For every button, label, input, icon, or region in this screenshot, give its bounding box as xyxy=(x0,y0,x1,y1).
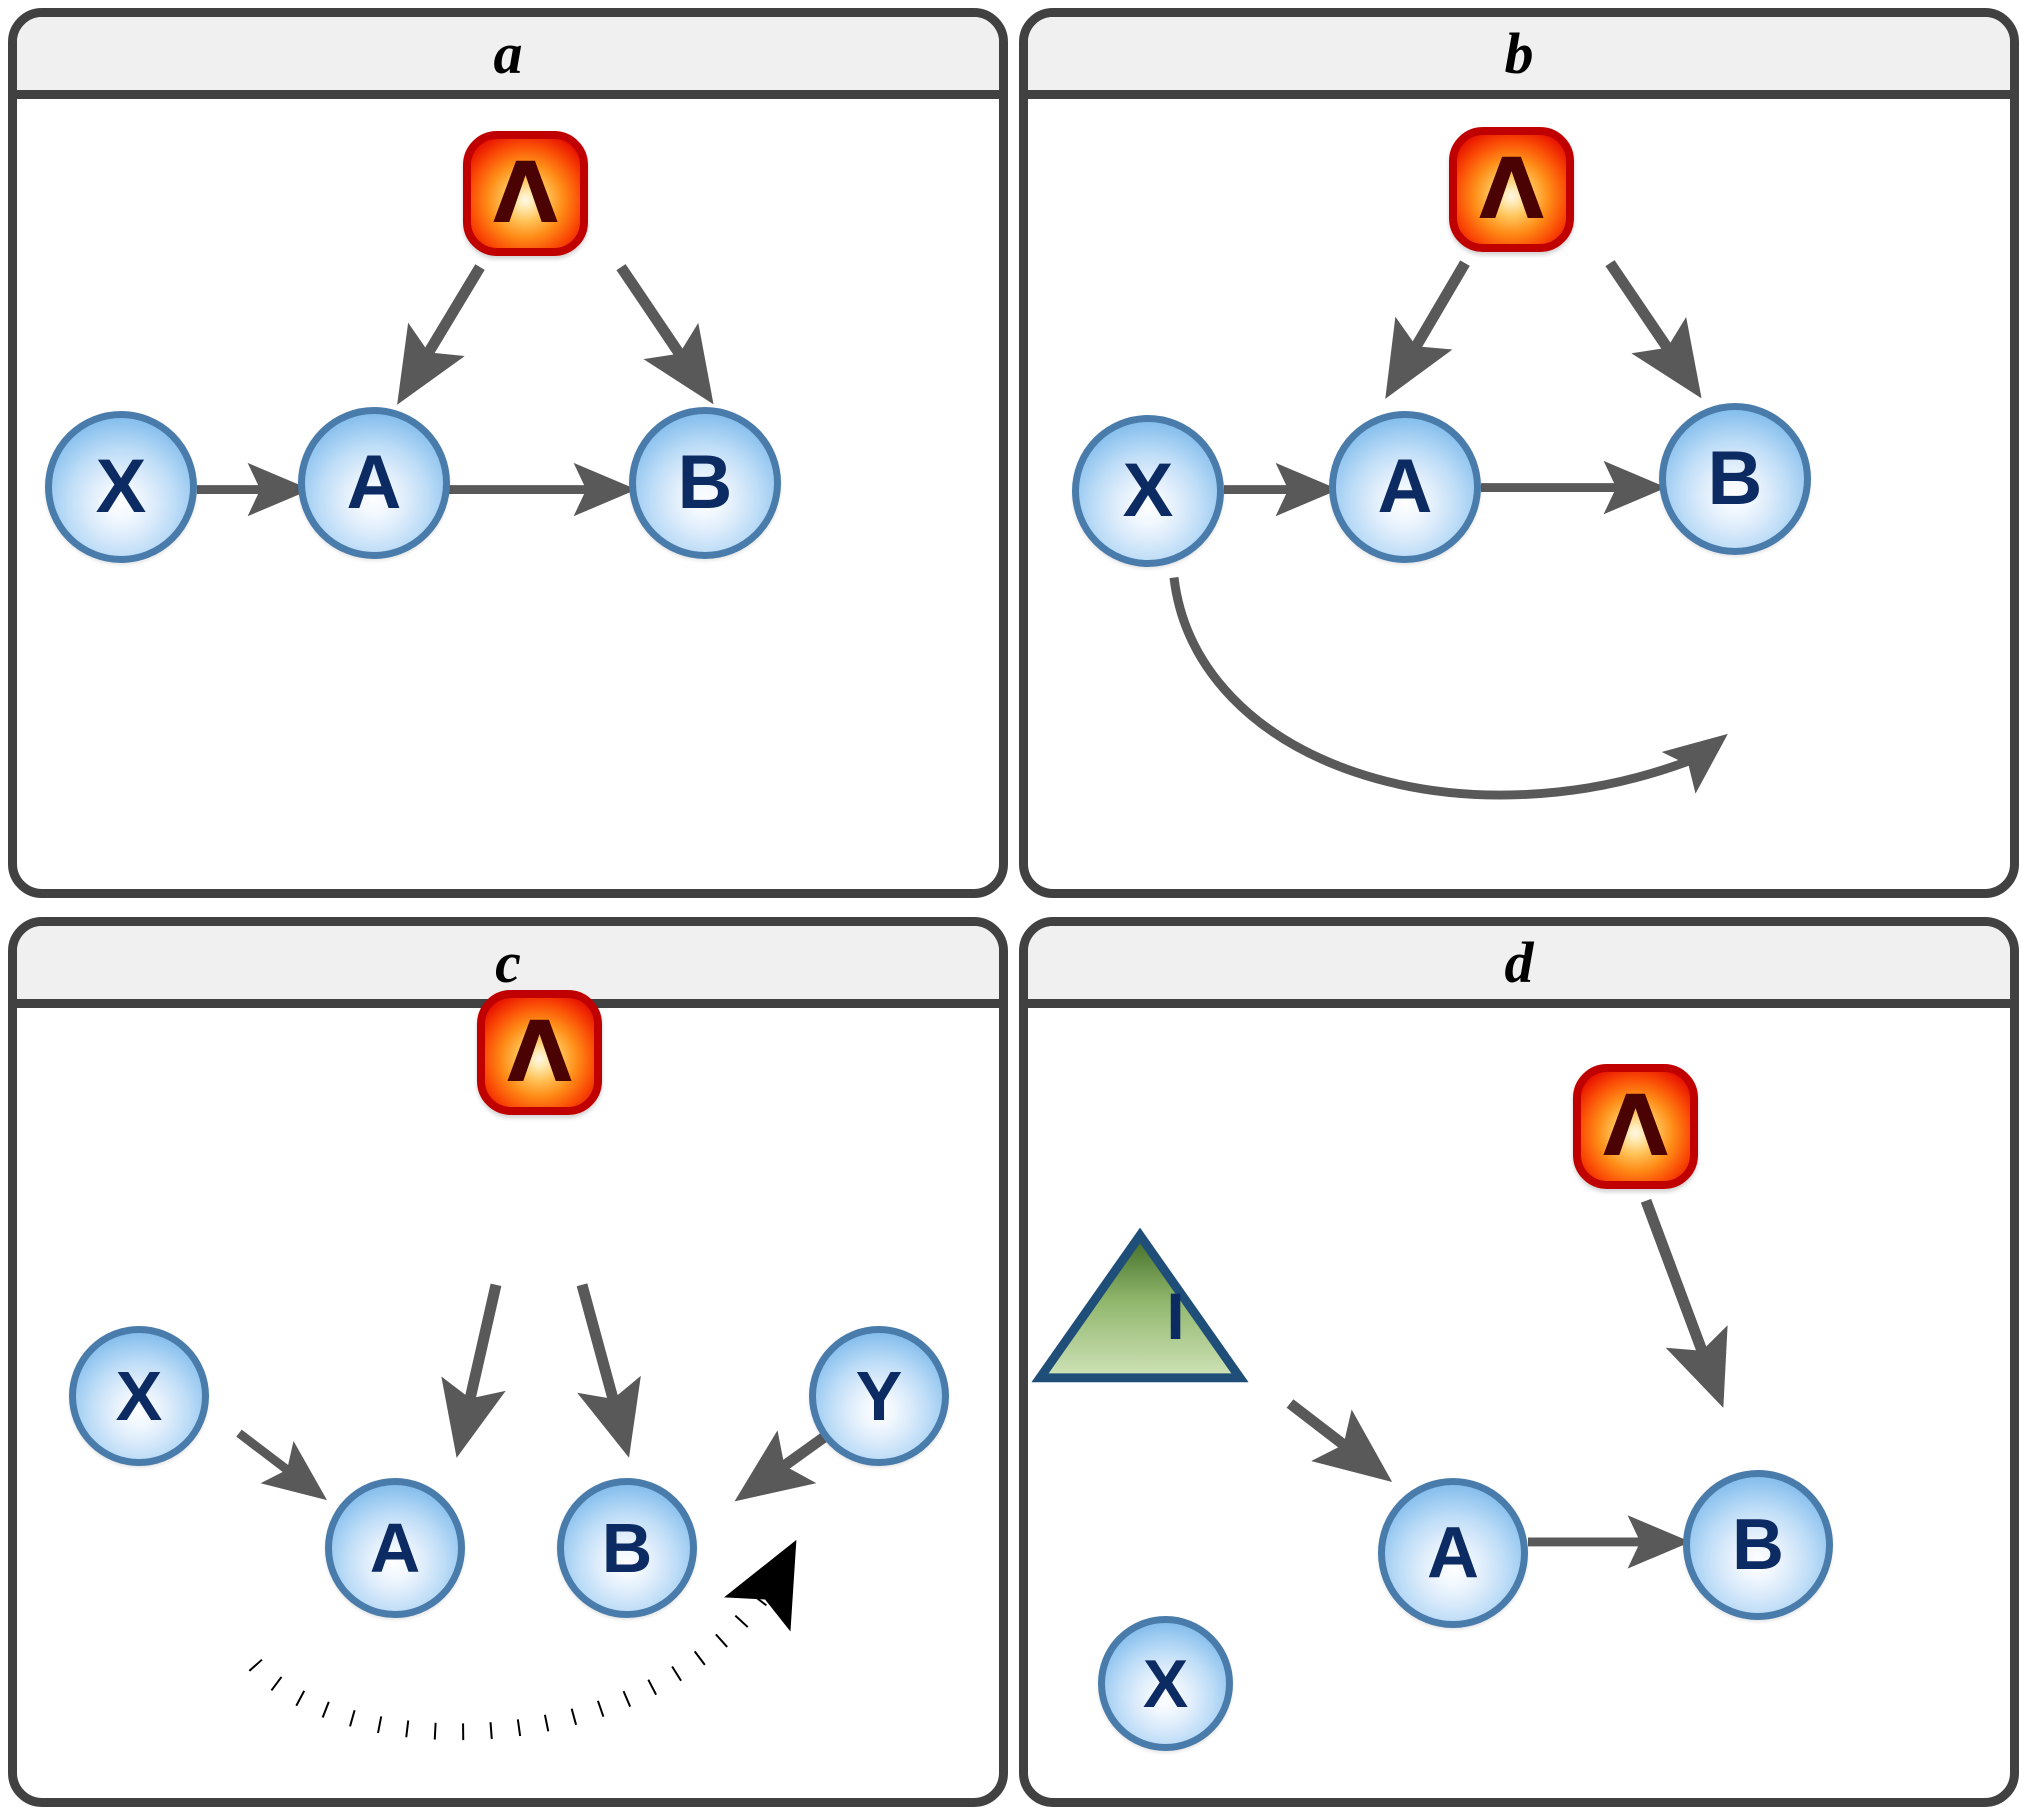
edge-lambda-to-b xyxy=(616,264,714,405)
edge-x-to-a xyxy=(236,1429,327,1501)
node-b-d-label: B xyxy=(1732,1505,1784,1585)
node-x-c[interactable]: X xyxy=(69,1326,209,1466)
panel-d-header: d xyxy=(1028,926,2010,1008)
node-i-d-label: I xyxy=(1166,1279,1185,1353)
node-lambda-c-label: Λ xyxy=(506,1002,572,1101)
edge-lambda-to-b xyxy=(1605,260,1702,399)
node-x-d-label: X xyxy=(1142,1645,1189,1722)
edge-y-to-b xyxy=(734,1430,831,1502)
panel-a-label: a xyxy=(493,20,523,86)
node-b-a[interactable]: B xyxy=(629,407,781,559)
panel-d: d xyxy=(1019,917,2019,1807)
panel-b-header: b xyxy=(1028,17,2010,99)
node-a-d[interactable]: A xyxy=(1378,1478,1528,1628)
node-a-b[interactable]: A xyxy=(1329,411,1481,563)
panel-c-body: Λ X A B Y xyxy=(17,990,999,1798)
panel-d-label: d xyxy=(1504,929,1534,995)
node-x-b-label: X xyxy=(1122,448,1174,533)
node-x-c-label: X xyxy=(115,1357,163,1435)
panel-b: b Λ xyxy=(1019,8,2019,898)
node-b-c[interactable]: B xyxy=(557,1478,697,1618)
edge-lambda-to-a xyxy=(1385,260,1470,399)
node-b-c-label: B xyxy=(601,1509,653,1587)
node-x-d[interactable]: X xyxy=(1098,1616,1233,1751)
node-a-a-label: A xyxy=(346,440,402,525)
panel-b-label: b xyxy=(1504,20,1534,86)
edge-lambda-to-b xyxy=(1640,1198,1728,1408)
node-a-c[interactable]: A xyxy=(325,1478,465,1618)
node-x-a-label: X xyxy=(95,444,147,529)
edge-i-to-a xyxy=(1286,1399,1393,1483)
node-b-d[interactable]: B xyxy=(1683,1470,1833,1620)
edge-lambda-to-b xyxy=(576,1283,641,1458)
panel-a-header: a xyxy=(17,17,999,99)
node-lambda-d-label: Λ xyxy=(1602,1076,1668,1175)
panel-a: a Λ X xyxy=(8,8,1008,898)
edge-x-to-b-curved xyxy=(1169,577,1728,800)
node-b-b-label: B xyxy=(1707,436,1763,521)
node-lambda-b[interactable]: Λ xyxy=(1449,127,1574,252)
panel-c-label: c xyxy=(495,929,521,995)
node-i-d[interactable]: I xyxy=(1063,1238,1288,1388)
node-lambda-c[interactable]: Λ xyxy=(477,990,602,1115)
panel-d-body: I Λ X A B xyxy=(1028,1008,2010,1798)
node-y-c[interactable]: Y xyxy=(809,1326,949,1466)
node-a-a[interactable]: A xyxy=(298,407,450,559)
panel-b-body: Λ X A B xyxy=(1028,99,2010,889)
node-lambda-a-label: Λ xyxy=(492,143,558,242)
node-lambda-d[interactable]: Λ xyxy=(1573,1064,1698,1189)
node-b-b[interactable]: B xyxy=(1659,403,1811,555)
node-a-c-label: A xyxy=(369,1509,421,1587)
node-x-b[interactable]: X xyxy=(1072,415,1224,567)
edge-lambda-to-a xyxy=(441,1283,506,1458)
panel-a-body: Λ X A B xyxy=(17,99,999,889)
panel-c: c xyxy=(8,917,1008,1807)
node-a-b-label: A xyxy=(1377,444,1433,529)
node-lambda-a[interactable]: Λ xyxy=(463,131,588,256)
node-b-a-label: B xyxy=(677,440,733,525)
node-a-d-label: A xyxy=(1427,1513,1479,1593)
node-x-a[interactable]: X xyxy=(45,411,197,563)
node-lambda-b-label: Λ xyxy=(1478,139,1544,238)
node-y-c-label: Y xyxy=(855,1357,903,1435)
edge-lambda-to-a xyxy=(397,264,485,405)
